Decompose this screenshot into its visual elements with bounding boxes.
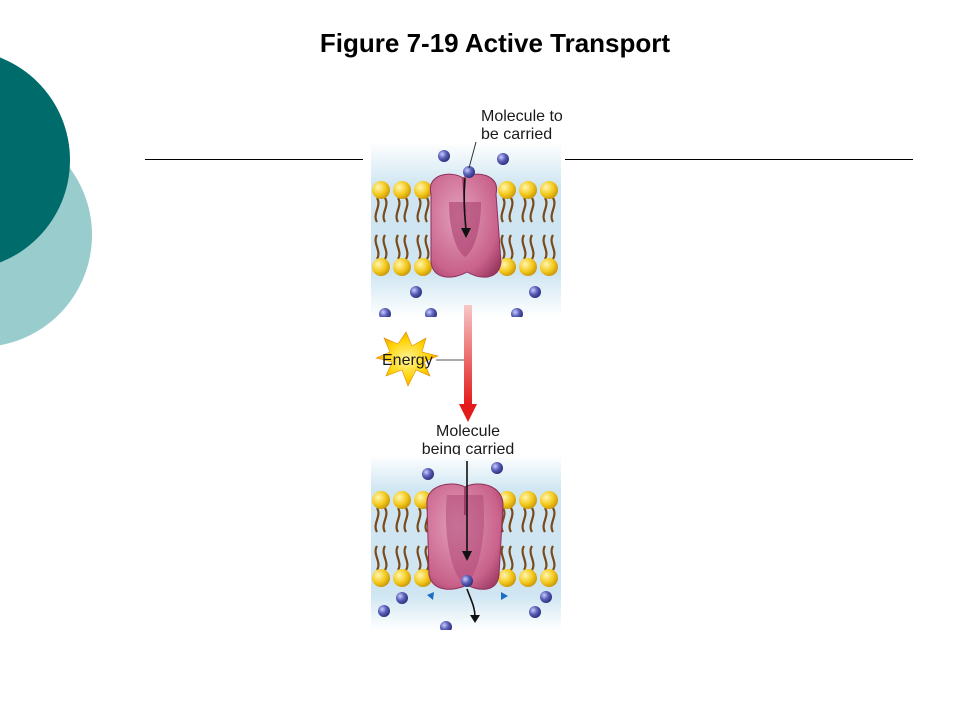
phospholipid-tail — [395, 507, 401, 533]
phospholipid-head — [519, 181, 537, 199]
transport-protein-open-inside — [426, 483, 504, 590]
phospholipid-bilayer — [372, 181, 558, 276]
phospholipid-tail — [500, 507, 506, 533]
phospholipid-tail — [374, 507, 380, 533]
phospholipid-tail — [395, 234, 401, 260]
phospholipid-head — [414, 569, 432, 587]
phospholipid-tail — [374, 197, 380, 223]
phospholipid-head — [393, 181, 411, 199]
phospholipid-tail — [416, 234, 422, 260]
phospholipid-tail — [403, 234, 409, 260]
small-blue-markers — [427, 592, 508, 600]
phospholipid-tail — [508, 234, 514, 260]
phospholipid-head — [519, 491, 537, 509]
phospholipid-tail — [508, 507, 514, 533]
phospholipid-tail — [395, 545, 401, 571]
phospholipid-tail — [424, 545, 430, 571]
phospholipid-tail — [550, 545, 556, 571]
phospholipid-tail — [395, 197, 401, 223]
phospholipid-head — [498, 181, 516, 199]
molecules-top — [379, 150, 541, 317]
phospholipid-tail — [508, 545, 514, 571]
energy-arrow-head — [459, 404, 477, 422]
phospholipid-head — [393, 491, 411, 509]
phospholipid-bilayer — [372, 491, 558, 587]
phospholipid-tail — [542, 507, 548, 533]
phospholipid-tail — [382, 234, 388, 260]
energy-arrow-shaft — [464, 305, 472, 405]
phospholipid-tail — [529, 507, 535, 533]
phospholipid-head — [393, 569, 411, 587]
label-line: being carried — [421, 441, 515, 458]
phospholipid-tail — [416, 507, 422, 533]
label-molecule-to-be-carried: Molecule to be carried — [481, 108, 563, 144]
phospholipid-head — [393, 258, 411, 276]
phospholipid-tail — [500, 545, 506, 571]
phospholipid-tail — [416, 545, 422, 571]
phospholipid-tail — [416, 197, 422, 223]
phospholipid-tail — [521, 545, 527, 571]
phospholipid-tail — [500, 197, 506, 223]
phospholipid-tail — [508, 197, 514, 223]
molecules-bottom — [378, 462, 552, 630]
energy-burst — [375, 331, 439, 387]
dark-teal-circle — [0, 57, 70, 263]
phospholipid-tail — [542, 234, 548, 260]
phospholipid-tail — [374, 234, 380, 260]
left-rule — [145, 159, 363, 160]
phospholipid-tail — [382, 197, 388, 223]
label-line: Molecule to — [481, 108, 563, 125]
phospholipid-head — [519, 258, 537, 276]
phospholipid-tail — [403, 545, 409, 571]
phospholipid-tail — [542, 545, 548, 571]
bottom-membrane-panel — [371, 455, 561, 630]
entry-arrow — [461, 177, 471, 238]
top-label-leader — [468, 141, 477, 169]
phospholipid-head — [519, 569, 537, 587]
phospholipid-head — [540, 491, 558, 509]
phospholipid-tail — [403, 197, 409, 223]
phospholipid-tail — [403, 507, 409, 533]
phospholipid-tail — [500, 234, 506, 260]
label-line: Molecule — [435, 423, 501, 440]
phospholipid-tail — [374, 545, 380, 571]
phospholipid-tail — [424, 234, 430, 260]
decorative-corner-circles — [0, 57, 92, 346]
energy-arrow-graphic — [375, 305, 477, 422]
phospholipid-head — [372, 181, 390, 199]
label-energy: Energy — [382, 352, 433, 369]
phospholipid-head — [498, 569, 516, 587]
phospholipid-tail — [550, 234, 556, 260]
phospholipid-tail — [529, 234, 535, 260]
phospholipid-head — [372, 569, 390, 587]
phospholipid-head — [540, 569, 558, 587]
phospholipid-tail — [382, 507, 388, 533]
label-molecule-being-carried: Molecule being carried — [412, 423, 524, 459]
phospholipid-tail — [550, 507, 556, 533]
top-membrane-panel — [371, 142, 561, 317]
phospholipid-head — [540, 181, 558, 199]
phospholipid-tail — [542, 197, 548, 223]
phospholipid-tail — [529, 197, 535, 223]
phospholipid-tail — [529, 545, 535, 571]
phospholipid-tail — [521, 234, 527, 260]
exit-arrows — [462, 461, 480, 623]
phospholipid-head — [372, 491, 390, 509]
phospholipid-tail — [521, 197, 527, 223]
phospholipid-head — [540, 258, 558, 276]
slide-title: Figure 7-19 Active Transport — [319, 28, 671, 58]
phospholipid-head — [414, 181, 432, 199]
phospholipid-tail — [424, 197, 430, 223]
right-rule — [565, 159, 913, 160]
label-line: be carried — [481, 126, 553, 143]
phospholipid-tail — [382, 545, 388, 571]
phospholipid-head — [414, 258, 432, 276]
phospholipid-tail — [521, 507, 527, 533]
phospholipid-head — [372, 258, 390, 276]
phospholipid-head — [498, 258, 516, 276]
phospholipid-tail — [550, 197, 556, 223]
